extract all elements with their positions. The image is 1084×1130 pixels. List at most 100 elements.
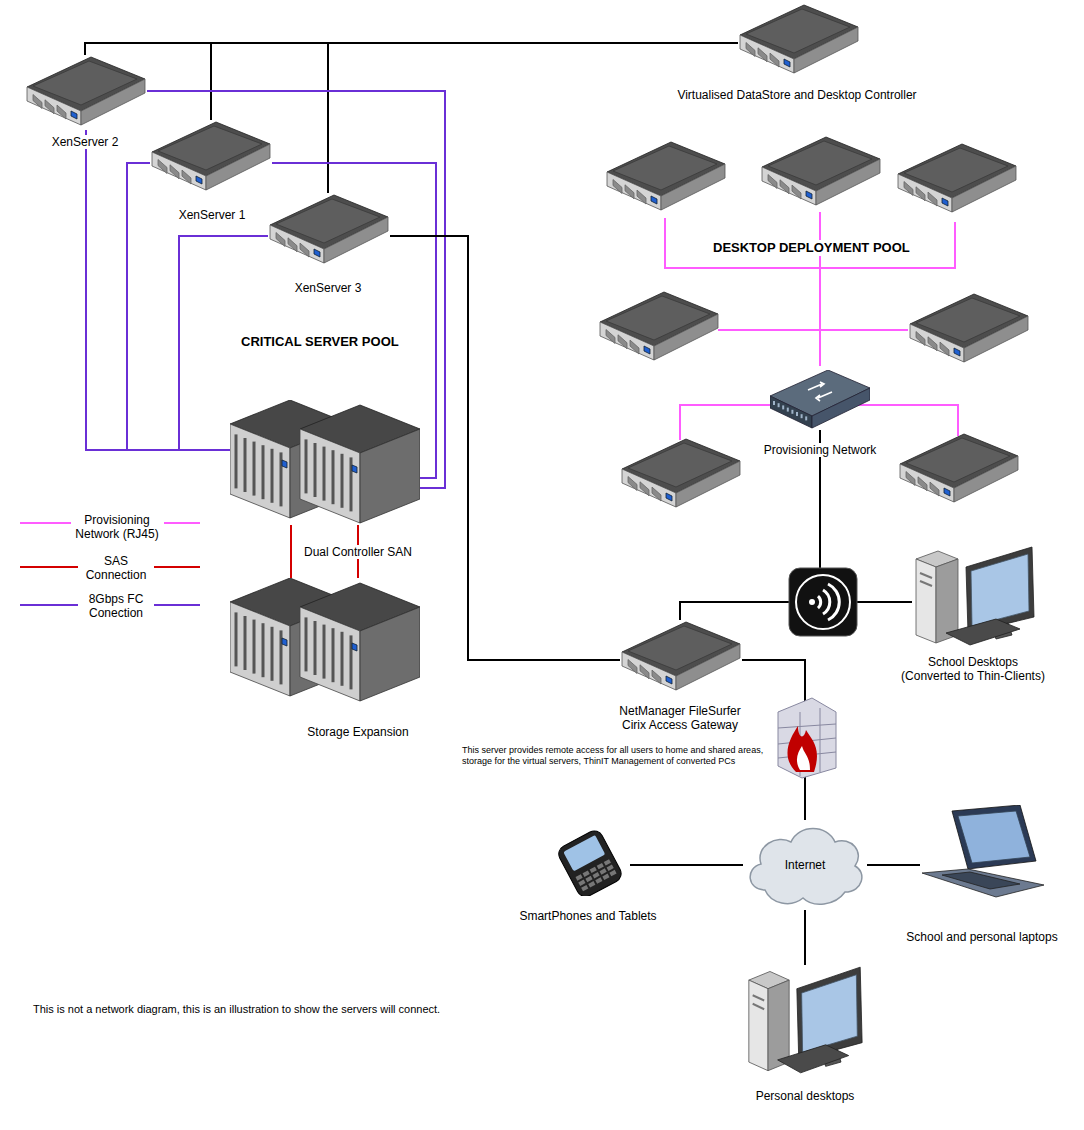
- drive-bay: [928, 192, 937, 206]
- server-front: [152, 152, 206, 190]
- drive-bay: [916, 187, 925, 201]
- device-node: XenServer 2: [25, 55, 147, 130]
- server-side: [964, 316, 1028, 362]
- drive-slot: [235, 434, 238, 488]
- drive-bay: [613, 180, 622, 194]
- server-side: [324, 217, 388, 263]
- server-icon: [620, 437, 742, 512]
- phone-key: [590, 867, 597, 873]
- phone-body-group: [556, 828, 625, 896]
- device-label: XenServer 1: [177, 208, 248, 222]
- drive-bay: [746, 43, 755, 57]
- drive-bay: [930, 482, 939, 496]
- device-node: Storage Expansion: [230, 578, 420, 703]
- phone-key: [602, 874, 609, 880]
- server-front: [270, 225, 324, 263]
- monitor-frame: [797, 967, 862, 1060]
- server-side: [206, 144, 270, 190]
- firewall: [778, 698, 836, 778]
- server-side: [954, 456, 1018, 502]
- drive-bay: [916, 332, 925, 346]
- drive-slot: [332, 628, 335, 682]
- cloud-node: Internet: [743, 820, 867, 910]
- device-label: Provisioning Network: [762, 443, 879, 457]
- device-node: Personal desktops: [745, 965, 865, 1075]
- pool-server: [760, 135, 882, 210]
- server-front: [898, 174, 952, 212]
- status-led: [944, 488, 950, 496]
- drive-slot: [323, 625, 326, 679]
- drive-slot: [244, 616, 247, 670]
- keyboard: [778, 1045, 849, 1073]
- tower-front: [916, 559, 936, 643]
- storage-front: [300, 429, 360, 523]
- connector-line: [328, 43, 738, 193]
- hub-dot: [809, 599, 815, 605]
- drive-slot: [753, 995, 765, 1000]
- wireless-hub: [789, 568, 857, 636]
- drive-bay: [780, 180, 789, 194]
- device-node: XenServer 3: [268, 193, 390, 268]
- switch-port: [782, 405, 784, 409]
- computer-icon: [745, 965, 865, 1075]
- device-label: School Desktops (Converted to Thin-Clien…: [896, 655, 1050, 683]
- drive-bay: [288, 238, 297, 252]
- device-node: Provisioning Network: [770, 370, 870, 430]
- drive-bay: [652, 487, 661, 501]
- storage-icon: [230, 578, 420, 703]
- server-icon: [908, 292, 1030, 367]
- device-label: School and personal laptops: [904, 930, 1059, 944]
- device-label: Dual Controller SAN: [302, 545, 414, 559]
- status-led: [282, 460, 287, 468]
- drive-slot: [253, 442, 256, 496]
- server-icon: [760, 135, 882, 210]
- drive-bay: [628, 660, 637, 674]
- device-node: Dual Controller SAN: [230, 400, 420, 525]
- drive-bay: [640, 665, 649, 679]
- pool-heading: CRITICAL SERVER POOL: [241, 334, 399, 350]
- drive-bay: [45, 100, 54, 114]
- server-side: [661, 164, 725, 210]
- server-icon: [896, 142, 1018, 217]
- server-front: [740, 35, 794, 73]
- legend-line: [164, 522, 200, 524]
- connector-line: [867, 864, 920, 866]
- drive-bay: [940, 342, 949, 356]
- monitor-screen: [971, 554, 1029, 626]
- drive-slot: [253, 620, 256, 674]
- status-led: [352, 643, 357, 651]
- legend-line: [20, 522, 72, 524]
- status-led: [282, 638, 287, 646]
- switch-icon: [770, 370, 870, 430]
- status-led: [666, 493, 672, 501]
- phone-screen: [563, 835, 605, 871]
- pool-server: [598, 290, 720, 365]
- drive-slot: [305, 439, 308, 493]
- server-front: [27, 87, 81, 125]
- device-label: Personal desktops: [754, 1089, 857, 1103]
- server-side: [816, 159, 880, 205]
- drive-bay: [182, 170, 191, 184]
- storage-front: [230, 424, 290, 518]
- brick-line: [778, 724, 836, 728]
- phone-key: [597, 863, 604, 869]
- legend-text: SAS Connection: [80, 554, 152, 582]
- device-node: Virtualised DataStore and Desktop Contro…: [738, 3, 860, 78]
- server-icon: [620, 620, 742, 695]
- switch-port: [773, 401, 775, 405]
- pool-wire: [718, 329, 908, 331]
- device-label: XenServer 3: [293, 281, 364, 295]
- bricks: [778, 708, 836, 776]
- phone-key: [600, 868, 607, 874]
- pool-server: [908, 292, 1030, 367]
- drive-bay: [300, 243, 309, 257]
- server-front: [900, 464, 954, 502]
- server-icon: [605, 140, 727, 215]
- phone-key: [609, 870, 616, 876]
- switch-arrows: [808, 382, 832, 401]
- hub-waves: [818, 584, 839, 620]
- laptop-base: [922, 869, 1044, 897]
- status-led: [644, 346, 650, 354]
- pool-wire: [665, 218, 955, 268]
- laptop-screen: [958, 811, 1030, 863]
